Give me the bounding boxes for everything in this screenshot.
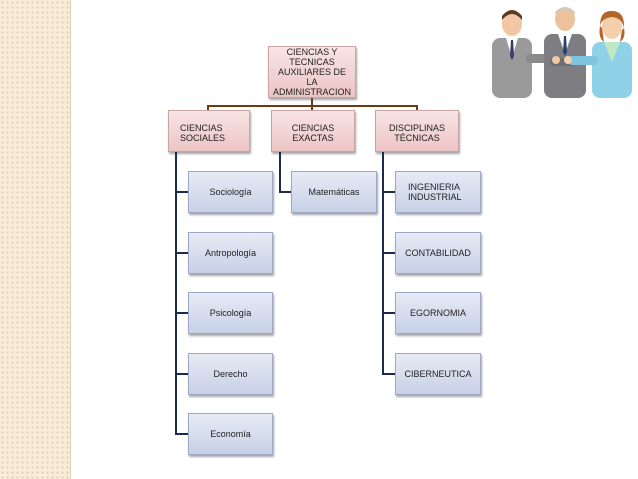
person-right-figure — [568, 10, 632, 98]
connector-tecnicas-child-1 — [382, 191, 395, 193]
child-node-matematicas: Matemáticas — [291, 171, 377, 213]
child-node-psicologia: Psicología — [188, 292, 273, 334]
connector-tecnicas-child-4 — [382, 373, 395, 375]
child-label: Derecho — [213, 369, 248, 379]
child-label: Economía — [210, 429, 251, 439]
connector-social-vertical — [175, 152, 177, 434]
child-node-contabilidad: CONTABILIDAD — [395, 232, 481, 274]
branch-label: DISCIPLINAS TÉCNICAS — [388, 123, 446, 143]
connector-branch-2 — [311, 105, 313, 111]
connector-social-child-1 — [175, 191, 188, 193]
connector-social-child-3 — [175, 312, 188, 314]
connector-social-child-5 — [175, 433, 188, 435]
child-label: INGENIERIA INDUSTRIAL — [408, 182, 462, 202]
child-node-egornomia: EGORNOMIA — [395, 292, 481, 334]
branch-node-ciencias-sociales: CIENCIAS SOCIALES — [168, 110, 250, 152]
branch-node-ciencias-exactas: CIENCIAS EXACTAS — [271, 110, 355, 152]
connector-branch-3 — [416, 105, 418, 111]
hand-shape — [552, 56, 560, 64]
connector-social-child-2 — [175, 252, 188, 254]
person-middle-figure — [544, 7, 586, 98]
child-label: Sociología — [209, 187, 252, 197]
hand-shape — [564, 56, 572, 64]
child-node-economia: Economía — [188, 413, 273, 455]
connector-branch-1 — [207, 105, 209, 111]
child-label: Antropología — [204, 248, 257, 258]
connector-tecnicas-vertical — [382, 152, 384, 375]
child-label: CIBERNEUTICA — [404, 369, 472, 379]
root-node: CIENCIAS Y TECNICAS AUXILIARES DE LA ADM… — [268, 46, 356, 98]
person-left-figure — [492, 10, 554, 98]
business-handshake-icon — [492, 7, 632, 98]
child-label: EGORNOMIA — [409, 308, 466, 318]
child-node-sociologia: Sociología — [188, 171, 273, 213]
connector-tecnicas-child-3 — [382, 312, 395, 314]
child-node-ciberneutica: CIBERNEUTICA — [395, 353, 481, 395]
connector-exactas-vertical — [279, 152, 281, 193]
child-node-ingenieria-industrial: INGENIERIA INDUSTRIAL — [395, 171, 481, 213]
child-label: Matemáticas — [308, 187, 360, 197]
child-label: CONTABILIDAD — [405, 248, 471, 258]
branch-label: CIENCIAS SOCIALES — [180, 123, 226, 143]
child-node-antropologia: Antropología — [188, 232, 273, 274]
branch-label: CIENCIAS EXACTAS — [291, 123, 335, 143]
connector-exactas-child-1 — [279, 191, 291, 193]
connector-root-down — [311, 98, 313, 106]
connector-tecnicas-child-2 — [382, 252, 395, 254]
root-node-label: CIENCIAS Y TECNICAS AUXILIARES DE LA ADM… — [273, 47, 352, 97]
connector-social-child-4 — [175, 373, 188, 375]
decorative-side-strip — [0, 0, 71, 479]
branch-node-disciplinas-tecnicas: DISCIPLINAS TÉCNICAS — [375, 110, 459, 152]
child-node-derecho: Derecho — [188, 353, 273, 395]
child-label: Psicología — [209, 308, 252, 318]
